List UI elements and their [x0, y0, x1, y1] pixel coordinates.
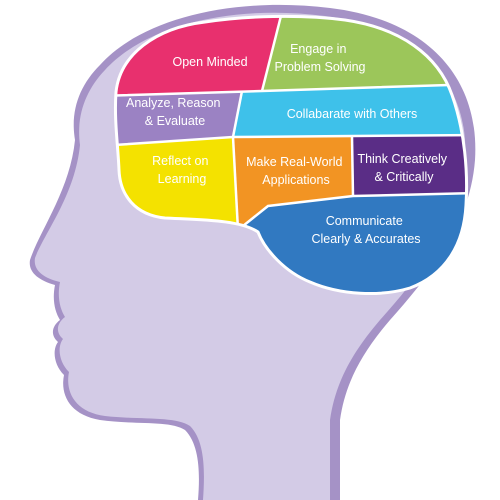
label-open-minded: Open Minded	[172, 55, 247, 69]
label-think-creatively-critically: Think Creatively & Critically	[357, 152, 450, 184]
region-think-creatively-critically	[352, 135, 467, 196]
label-engage-problem-solving: Engage in Problem Solving	[274, 42, 365, 74]
label-reflect-on-learning: Reflect on Learning	[152, 154, 212, 186]
region-analyze-reason-evaluate	[115, 91, 262, 146]
brain-dividers	[115, 16, 467, 231]
label-make-real-world-applications: Make Real-World Applications	[246, 155, 346, 187]
region-make-real-world-applications	[233, 137, 353, 230]
region-collaborate-with-others	[233, 84, 467, 137]
label-collaborate-with-others: Collabarate with Others	[287, 107, 418, 121]
label-analyze-reason-evaluate: Analyze, Reason & Evaluate	[126, 96, 224, 128]
brain-outline	[113, 14, 469, 295]
label-communicate-clearly-accurates: Communicate Clearly & Accurates	[311, 214, 420, 246]
